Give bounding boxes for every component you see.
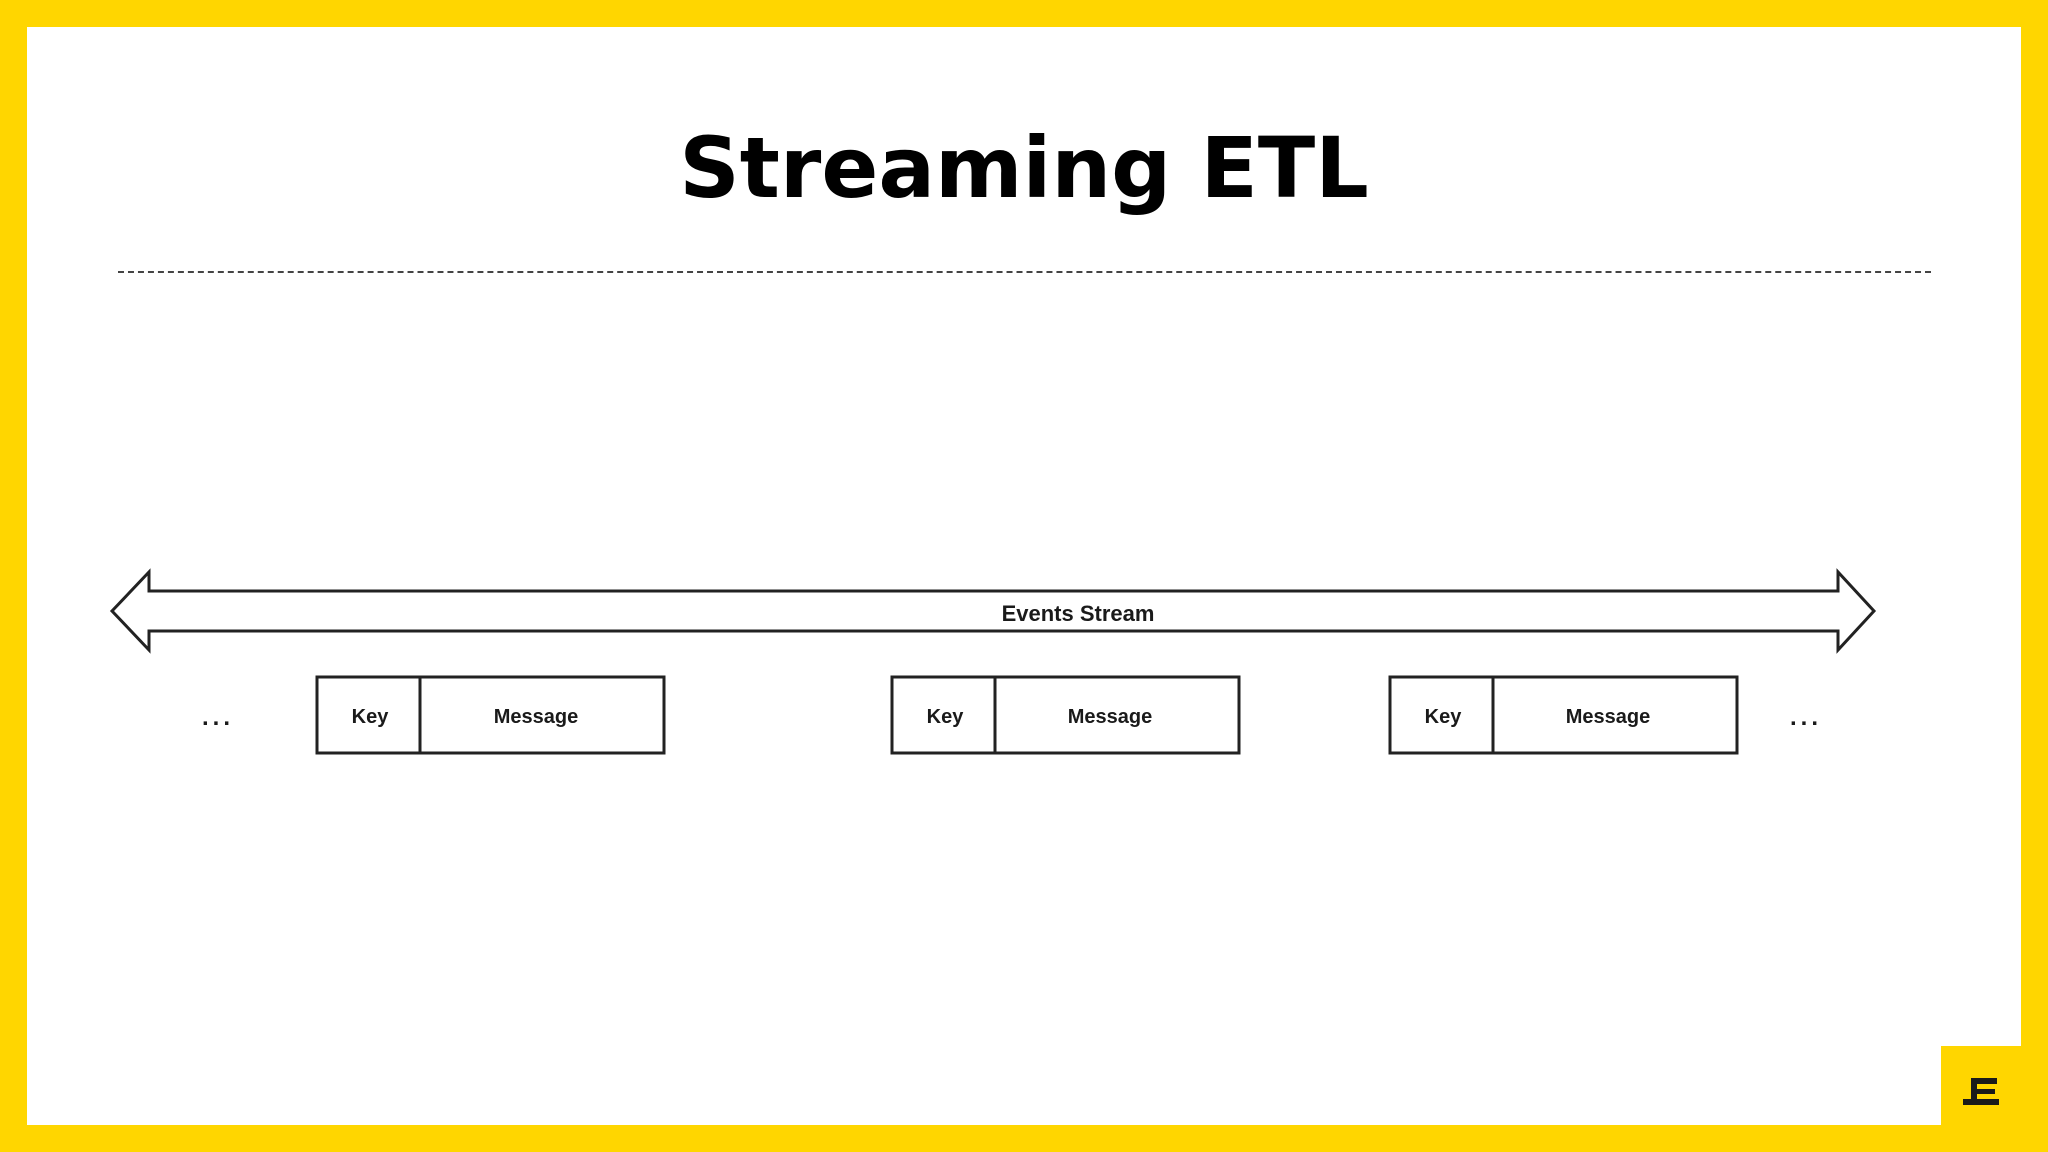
record-box [1388,675,1739,755]
record-message-label: Message [494,706,579,728]
double-arrow [109,568,1877,654]
record-3: Key Message [1388,675,1739,755]
record-key-label: Key [927,706,965,728]
record-2: Key Message [890,675,1241,755]
record-box [315,675,666,755]
stream-label: Events Stream [1002,601,1155,626]
brand-logo-icon [1963,1078,1999,1105]
title-divider [118,271,1931,273]
ellipsis-right: ... [1790,704,1822,731]
slide-title: Streaming ETL [679,119,1369,217]
brand-logo [1941,1046,2021,1125]
slide-canvas [27,27,2021,1125]
record-message-label: Message [1566,706,1651,728]
record-box [890,675,1241,755]
record-message-label: Message [1068,706,1153,728]
record-key-label: Key [352,706,390,728]
record-1: Key Message [315,675,666,755]
record-key-label: Key [1425,706,1463,728]
ellipsis-left: ... [202,704,234,731]
